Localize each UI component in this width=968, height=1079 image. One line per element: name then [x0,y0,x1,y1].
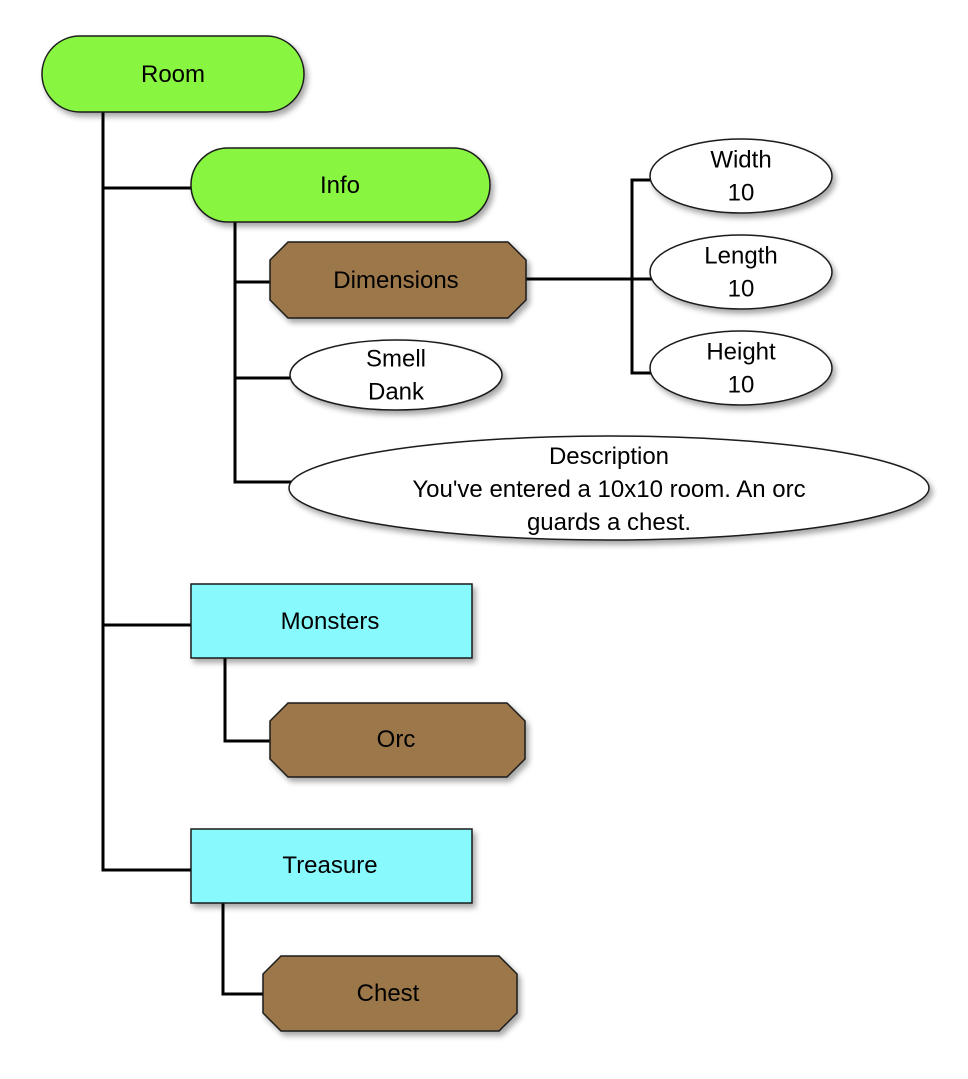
node-chest-label: Chest [357,980,420,1007]
node-height-label: Height 10 [706,338,776,398]
dimensions-label-line: Dimensions [333,267,458,294]
node-monsters-shape [190,583,473,659]
node-room[interactable]: Room [41,35,305,113]
connector-treasure-chest [221,901,265,996]
node-orc-label: Orc [377,726,416,753]
description-label-line: guards a chest. [527,509,691,536]
node-room-shape [41,35,305,113]
node-chest[interactable]: Chest [262,955,518,1032]
node-dimensions[interactable]: Dimensions [269,241,527,319]
info-label-line: Info [320,172,360,199]
room-label-line: Room [141,61,205,88]
smell-label-line: Dank [368,378,425,405]
description-label-line: Description [549,443,669,470]
node-treasure[interactable]: Treasure [190,828,473,904]
chest-label-line: Chest [357,980,420,1007]
node-length-label: Length 10 [704,242,777,302]
node-height-shape [649,330,833,406]
nodes: Room Info Dimensions Width 10 Length 10 He… [41,35,930,1032]
node-dimensions-label: Dimensions [333,267,458,294]
width-label-line: Width [710,146,771,173]
width-label-line: 10 [728,179,755,206]
node-monsters-label: Monsters [281,608,380,635]
node-width-shape [649,138,833,214]
treasure-label-line: Treasure [282,852,377,879]
node-info[interactable]: Info [190,147,491,223]
node-width[interactable]: Width 10 [649,138,833,214]
connector-monsters-orc [223,656,272,743]
height-label-line: 10 [728,371,755,398]
orc-label-line: Orc [377,726,416,753]
node-length[interactable]: Length 10 [649,234,833,310]
description-label-line: You've entered a 10x10 room. An orc [412,476,805,503]
node-orc-shape [269,702,526,778]
node-chest-shape [262,955,518,1032]
height-label-line: Height [706,338,776,365]
connectors [101,110,652,996]
node-info-label: Info [320,172,360,199]
node-orc[interactable]: Orc [269,702,526,778]
length-label-line: Length [704,242,777,269]
node-description-shape [288,435,930,541]
node-room-label: Room [141,61,205,88]
node-treasure-shape [190,828,473,904]
node-smell-shape [289,339,503,411]
node-monsters[interactable]: Monsters [190,583,473,659]
node-height[interactable]: Height 10 [649,330,833,406]
smell-label-line: Smell [366,345,426,372]
node-dimensions-shape [269,241,527,319]
node-width-label: Width 10 [710,146,771,206]
node-info-shape [190,147,491,223]
node-length-shape [649,234,833,310]
node-treasure-label: Treasure [282,852,377,879]
length-label-line: 10 [728,275,755,302]
monsters-label-line: Monsters [281,608,380,635]
